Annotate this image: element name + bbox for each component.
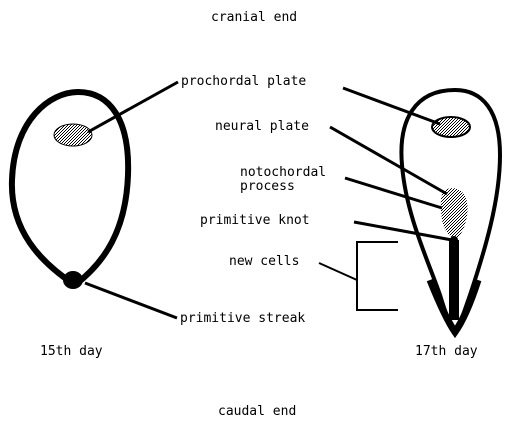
leader-new-cells [319,263,357,280]
leader-neural-plate [330,127,447,194]
primitive-streak-label: primitive streak [180,312,305,326]
prochordal-plate-15th-day [54,124,92,146]
neural-plate-label: neural plate [215,120,309,134]
prochordal-plate-17th-day [432,117,470,137]
day-15-label: 15th day [40,345,103,359]
notochordal-process-label-line1: notochordal [240,166,326,180]
day-17-label: 17th day [415,345,478,359]
primitive-streak-17th-day [449,240,459,320]
leader-prochordal-17 [343,88,440,124]
notochordal-process-label-line2: process [240,180,295,194]
prochordal-plate-label: prochordal plate [181,75,306,89]
primitive-streak-15th-day [63,271,83,289]
leader-primitive-knot [354,222,452,240]
caudal-end-label: caudal end [218,405,296,419]
new-cells-bracket [357,242,398,310]
cranial-end-label: cranial end [211,11,297,25]
leader-primitive-streak [85,283,177,318]
notochordal-process-17th-day [441,188,468,238]
new-cells-label: new cells [229,255,299,269]
leader-prochordal-15 [88,82,178,132]
primitive-knot-label: primitive knot [200,214,310,228]
